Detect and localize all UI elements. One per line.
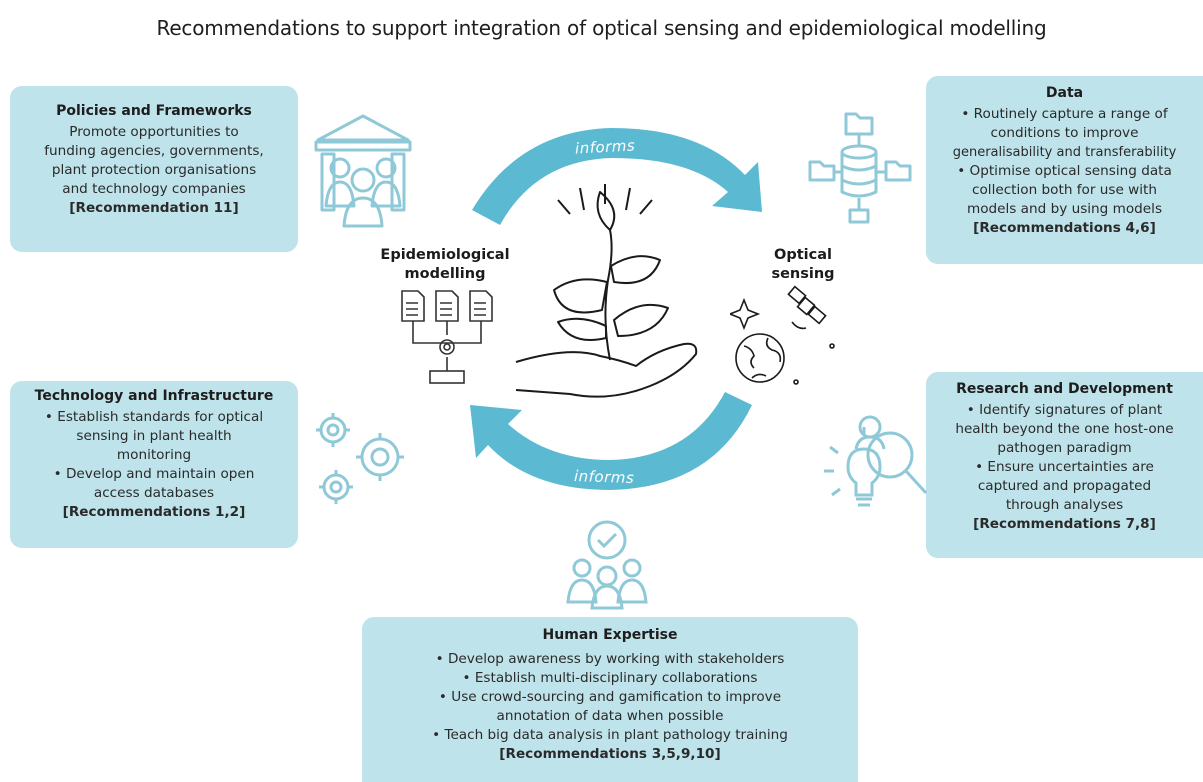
epi-label-line: Epidemiological: [380, 247, 510, 263]
data-line: • Routinely capture a range of: [961, 106, 1168, 122]
policies-recommendation: [Recommendation 11]: [69, 200, 239, 216]
technology-line: • Establish standards for optical: [44, 409, 264, 425]
research-bulb-magnifier-icon: [824, 415, 928, 507]
data-box: Data • Routinely capture a range of cond…: [926, 76, 1203, 264]
research-line: • Identify signatures of plant: [966, 402, 1163, 418]
database-icon: [808, 112, 912, 224]
human-line: • Teach big data analysis in plant patho…: [432, 727, 788, 743]
optical-sensing-label: Optical sensing: [768, 246, 838, 284]
technology-line: • Develop and maintain open: [53, 466, 255, 482]
top-arrow-label: informs: [574, 136, 636, 158]
policies-box: Policies and Frameworks Promote opportun…: [10, 86, 298, 252]
people-check-icon: [566, 520, 648, 610]
data-recommendation: [Recommendations 4,6]: [973, 220, 1156, 236]
research-line: captured and propagated: [977, 478, 1152, 494]
research-line: through analyses: [1005, 497, 1124, 513]
research-line: health beyond the one host-one: [955, 421, 1174, 437]
human-title: Human Expertise: [542, 627, 678, 643]
plant-in-hand-icon: [515, 184, 698, 398]
technology-line: access databases: [93, 485, 215, 501]
human-line: • Establish multi-disciplinary collabora…: [462, 670, 758, 686]
policies-line: Promote opportunities to: [69, 124, 239, 140]
human-recommendation: [Recommendations 3,5,9,10]: [499, 746, 721, 762]
human-line: • Use crowd-sourcing and gamification to…: [438, 689, 782, 705]
human-line: annotation of data when possible: [496, 708, 724, 724]
research-title: Research and Development: [956, 381, 1173, 397]
data-line: generalisability and transferability: [952, 145, 1177, 160]
epi-label-line: modelling: [404, 266, 486, 282]
technology-line: monitoring: [116, 447, 192, 463]
optical-label-line: sensing: [771, 266, 835, 282]
policies-line: plant protection organisations: [51, 162, 257, 178]
research-box: Research and Development • Identify sign…: [926, 372, 1203, 558]
satellite-earth-icon: [730, 285, 835, 385]
technology-recommendation: [Recommendations 1,2]: [62, 504, 246, 520]
data-title: Data: [1045, 85, 1084, 101]
gears-icon: [316, 413, 404, 504]
figure-title: Recommendations to support integration o…: [156, 16, 1047, 40]
top-arrow: [472, 128, 762, 225]
bottom-arrow: [470, 392, 752, 490]
technology-title: Technology and Infrastructure: [34, 388, 274, 404]
epidemiological-modelling-label: Epidemiological modelling: [370, 246, 520, 284]
technology-box: Technology and Infrastructure • Establis…: [10, 381, 298, 548]
research-line: pathogen paradigm: [997, 440, 1132, 456]
data-line: collection both for use with: [972, 182, 1157, 198]
data-line: • Optimise optical sensing data: [957, 163, 1172, 179]
optical-label-line: Optical: [774, 247, 832, 263]
bottom-arrow-label: informs: [573, 466, 635, 488]
data-line: models and by using models: [966, 201, 1163, 217]
research-line: • Ensure uncertainties are: [975, 459, 1154, 475]
human-line: • Develop awareness by working with stak…: [435, 651, 785, 667]
institution-people-icon: [314, 114, 412, 228]
policies-line: funding agencies, governments,: [44, 143, 264, 159]
human-box: Human Expertise • Develop awareness by w…: [362, 617, 858, 782]
policies-title: Policies and Frameworks: [56, 103, 252, 119]
data-line: conditions to improve: [990, 125, 1139, 141]
research-recommendation: [Recommendations 7,8]: [973, 516, 1156, 532]
policies-line: and technology companies: [62, 181, 246, 197]
documents-gear-icon: [401, 290, 493, 384]
technology-line: sensing in plant health: [76, 428, 232, 444]
